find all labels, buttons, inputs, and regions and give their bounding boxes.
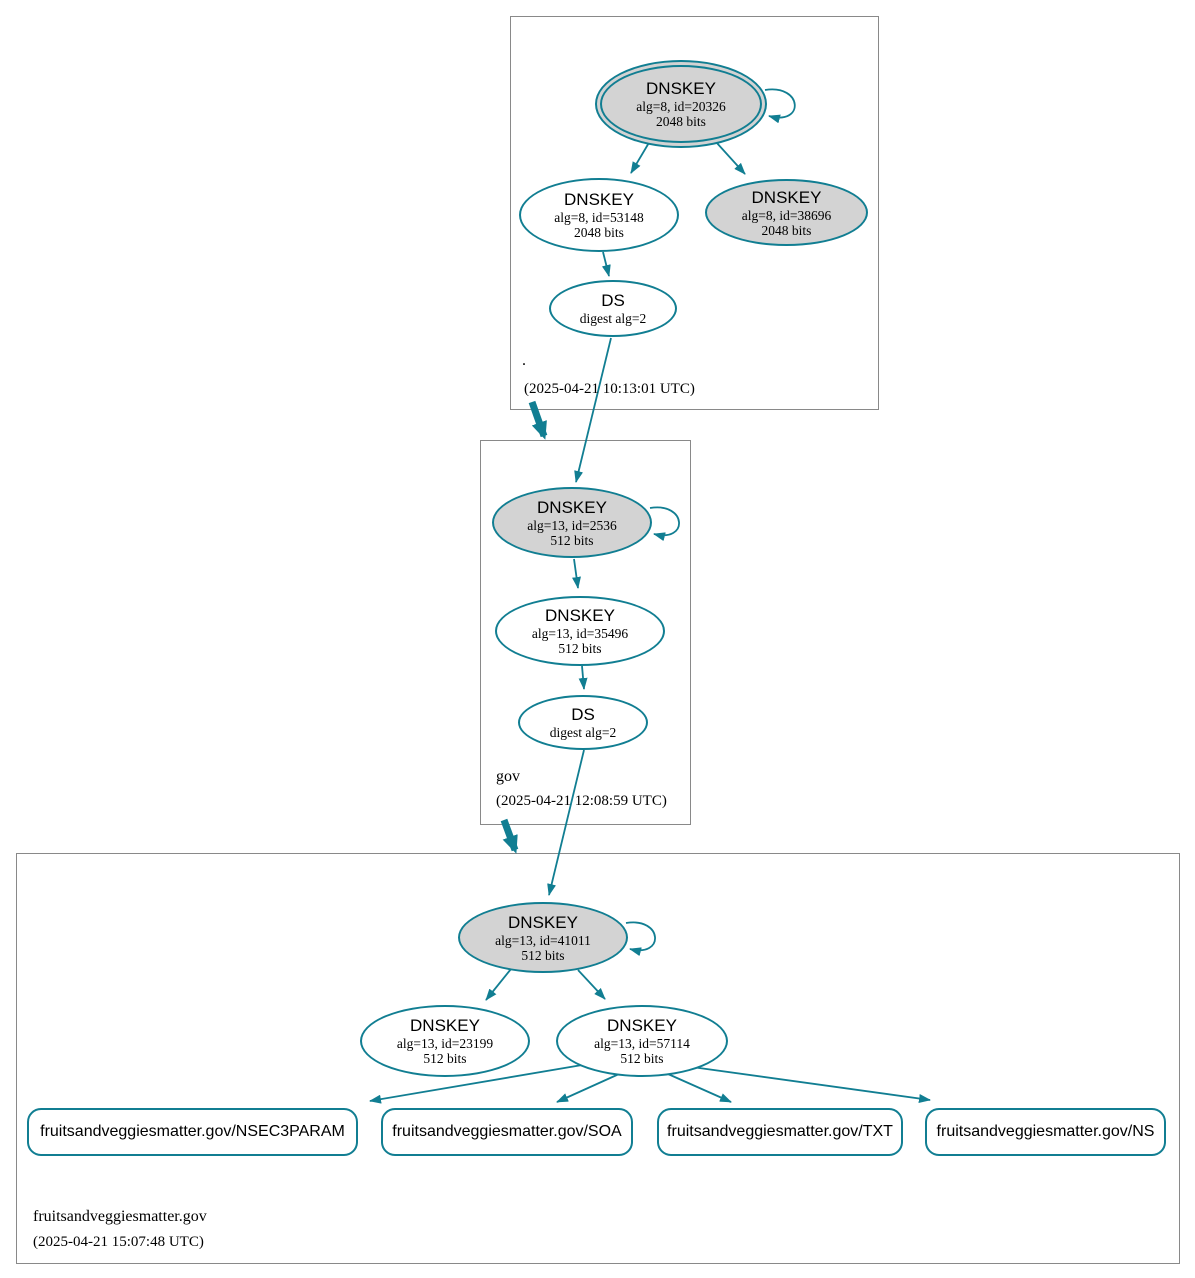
dnskey-node-gov-zsk-35496[interactable]: DNSKEY alg=13, id=35496 512 bits [495,596,665,666]
node-alg-id: alg=8, id=53148 [554,210,644,225]
zone-box-fruitsandveggiesmatter [16,853,1180,1264]
zone-timestamp-fsvm: (2025-04-21 15:07:48 UTC) [33,1234,204,1250]
node-alg-id: alg=13, id=35496 [531,626,629,641]
zone-timestamp-gov: (2025-04-21 12:08:59 UTC) [496,793,667,809]
node-alg-id: alg=13, id=41011 [495,932,591,948]
ds-node-root[interactable]: DS digest alg=2 [549,280,677,337]
node-type-label: DNSKEY [545,606,615,625]
node-bits: 2048 bits [574,225,624,240]
node-bits: 512 bits [550,532,594,548]
node-bits: 512 bits [521,947,565,963]
node-type-label: DS [571,705,595,724]
dnskey-node-root-ksk-20326[interactable]: DNSKEY alg=8, id=20326 2048 bits [595,60,767,148]
node-digest-alg: digest alg=2 [579,311,647,326]
node-bits: 512 bits [620,1051,664,1066]
zone-timestamp-root: (2025-04-21 10:13:01 UTC) [524,381,695,397]
node-type-label: DNSKEY [537,497,607,517]
zone-name-gov: gov [496,768,520,785]
ds-node-gov[interactable]: DS digest alg=2 [518,695,648,750]
zone-name-fsvm: fruitsandveggiesmatter.gov [33,1208,207,1225]
node-alg-id: alg=13, id=57114 [594,1036,690,1051]
dnskey-node-root-ksk-20326-inner: DNSKEY alg=8, id=20326 2048 bits [600,65,762,143]
dnskey-node-root-key-38696[interactable]: DNSKEY alg=8, id=38696 2048 bits [705,179,868,246]
zone-box-root [510,16,879,410]
node-type-label: DNSKEY [646,79,716,98]
dnskey-node-fsvm-ksk-41011[interactable]: DNSKEY alg=13, id=41011 512 bits [458,902,628,973]
dnskey-node-root-zsk-53148[interactable]: DNSKEY alg=8, id=53148 2048 bits [519,178,679,252]
node-digest-alg: digest alg=2 [549,725,617,740]
node-alg-id: alg=13, id=23199 [396,1036,494,1051]
rrset-node-txt[interactable]: fruitsandveggiesmatter.gov/TXT [657,1108,903,1156]
dnskey-node-fsvm-zsk-23199[interactable]: DNSKEY alg=13, id=23199 512 bits [360,1005,530,1077]
node-bits: 512 bits [558,641,602,656]
node-type-label: DNSKEY [564,190,634,209]
node-type-label: DNSKEY [607,1016,677,1035]
node-type-label: DNSKEY [508,912,578,932]
zone-name-root: . [522,352,526,369]
rrset-node-soa[interactable]: fruitsandveggiesmatter.gov/SOA [381,1108,633,1156]
node-bits: 2048 bits [656,114,706,129]
node-alg-id: alg=8, id=38696 [741,207,832,223]
rrset-node-nsec3param[interactable]: fruitsandveggiesmatter.gov/NSEC3PARAM [27,1108,358,1156]
node-type-label: DNSKEY [751,187,822,207]
node-alg-id: alg=8, id=20326 [636,99,726,114]
node-bits: 512 bits [423,1051,467,1066]
rrset-node-ns[interactable]: fruitsandveggiesmatter.gov/NS [925,1108,1166,1156]
dnskey-node-gov-ksk-2536[interactable]: DNSKEY alg=13, id=2536 512 bits [492,487,652,558]
node-type-label: DNSKEY [410,1016,480,1035]
node-alg-id: alg=13, id=2536 [527,517,617,533]
dnskey-node-fsvm-zsk-57114[interactable]: DNSKEY alg=13, id=57114 512 bits [556,1005,728,1077]
node-type-label: DS [601,291,625,310]
node-bits: 2048 bits [761,222,812,238]
